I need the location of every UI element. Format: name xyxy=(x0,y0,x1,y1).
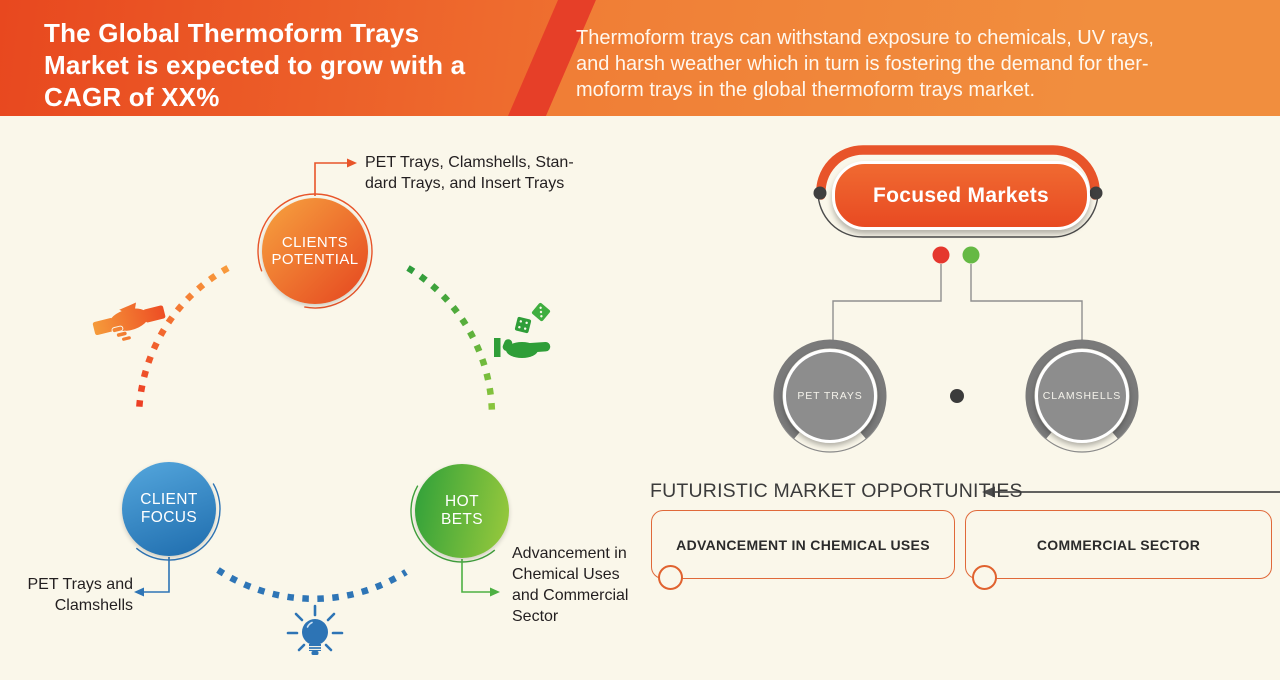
banner-description: Thermoform trays can withstand exposure … xyxy=(576,27,1154,101)
callout-hot-bets: Advancement in Chemical Uses and Commerc… xyxy=(512,545,629,626)
handshake-icon xyxy=(91,302,167,342)
corner-circle-icon xyxy=(658,565,683,590)
callout-connector-client-focus xyxy=(134,557,170,597)
node-clamshells-label: CLAMSHELLS xyxy=(1042,390,1122,402)
focused-markets-pill: Focused Markets xyxy=(832,161,1090,230)
dotted-arc-green xyxy=(406,265,496,419)
opportunity-box-chemical-label: ADVANCEMENT IN CHEMICAL USES xyxy=(676,536,930,553)
focused-markets-title: Focused Markets xyxy=(872,183,1050,207)
node-client-focus: CLIENT FOCUS xyxy=(122,462,216,556)
opportunities-arrow xyxy=(982,486,1280,498)
header-banner: The Global Thermoform Trays Market is ex… xyxy=(0,0,1280,116)
banner-right-panel xyxy=(546,0,1280,116)
dotted-arc-blue xyxy=(216,567,408,602)
page-title: The Global Thermoform Trays Market is ex… xyxy=(44,18,466,113)
node-clients-potential: CLIENTS POTENTIAL xyxy=(262,198,368,304)
opportunities-heading: FUTURISTIC MARKET OPPORTUNITIES xyxy=(650,480,1023,502)
legend-dot-green xyxy=(962,246,980,264)
connector-clamshells xyxy=(970,264,1083,343)
node-hot-bets-label: HOT BETS xyxy=(440,493,484,528)
opportunity-box-commercial-label: COMMERCIAL SECTOR xyxy=(1036,536,1201,553)
dice-in-hand-icon xyxy=(494,302,551,358)
node-clamshells: CLAMSHELLS xyxy=(1035,349,1129,443)
node-pet-trays-label: PET TRAYS xyxy=(797,390,863,402)
callout-client-focus: PET Trays and Clamshells xyxy=(27,576,133,615)
pill-right-dot xyxy=(1089,186,1103,200)
lightbulb-icon xyxy=(286,604,344,655)
callout-clients-potential: PET Trays, Clamshells, Stan- dard Trays,… xyxy=(365,154,574,193)
opportunity-box-commercial: COMMERCIAL SECTOR xyxy=(965,510,1272,590)
center-dot xyxy=(950,389,964,403)
node-client-focus-label: CLIENT FOCUS xyxy=(140,491,198,526)
legend-dot-red xyxy=(932,246,950,264)
node-hot-bets: HOT BETS xyxy=(415,464,509,558)
callout-connector-clients-potential xyxy=(314,158,357,196)
pill-left-dot xyxy=(813,186,827,200)
corner-circle-icon xyxy=(972,565,997,590)
node-clients-potential-label: CLIENTS POTENTIAL xyxy=(271,234,359,268)
node-pet-trays: PET TRAYS xyxy=(783,349,877,443)
dotted-arc-orange xyxy=(135,265,230,414)
callout-connector-hot-bets xyxy=(461,559,500,597)
opportunity-box-chemical: ADVANCEMENT IN CHEMICAL USES xyxy=(651,510,955,590)
connector-pet-trays xyxy=(832,264,942,343)
